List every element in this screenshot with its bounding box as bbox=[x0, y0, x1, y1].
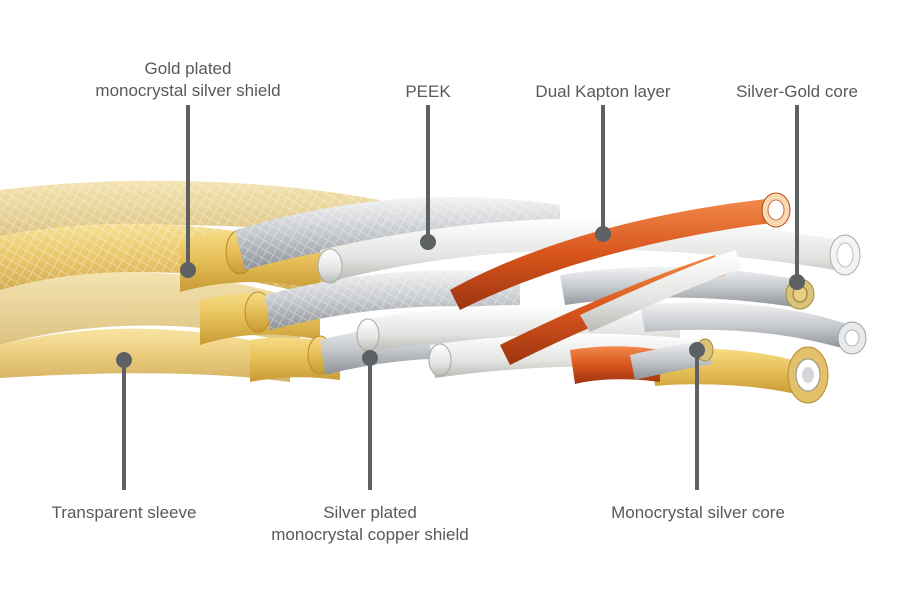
label-dual-kapton: Dual Kapton layer bbox=[535, 82, 671, 101]
label-silver-plated-shield-line1: Silver plated bbox=[323, 503, 417, 522]
label-gold-plated-shield: Gold plated monocrystal silver shield bbox=[88, 58, 288, 102]
leader-lines bbox=[116, 105, 805, 490]
label-peek: PEEK bbox=[405, 82, 451, 101]
peek-tubes bbox=[317, 218, 861, 378]
label-silver-gold-core: Silver-Gold core bbox=[736, 82, 858, 101]
label-gold-plated-shield-line2: monocrystal silver shield bbox=[95, 81, 281, 100]
label-monocrystal-silver-core: Monocrystal silver core bbox=[611, 503, 785, 522]
label-silver-plated-shield: Silver plated monocrystal copper shield bbox=[250, 502, 490, 546]
label-gold-plated-shield-line1: Gold plated bbox=[144, 59, 232, 78]
label-silver-plated-shield-line2: monocrystal copper shield bbox=[271, 525, 469, 544]
label-transparent-sleeve: Transparent sleeve bbox=[51, 503, 197, 522]
